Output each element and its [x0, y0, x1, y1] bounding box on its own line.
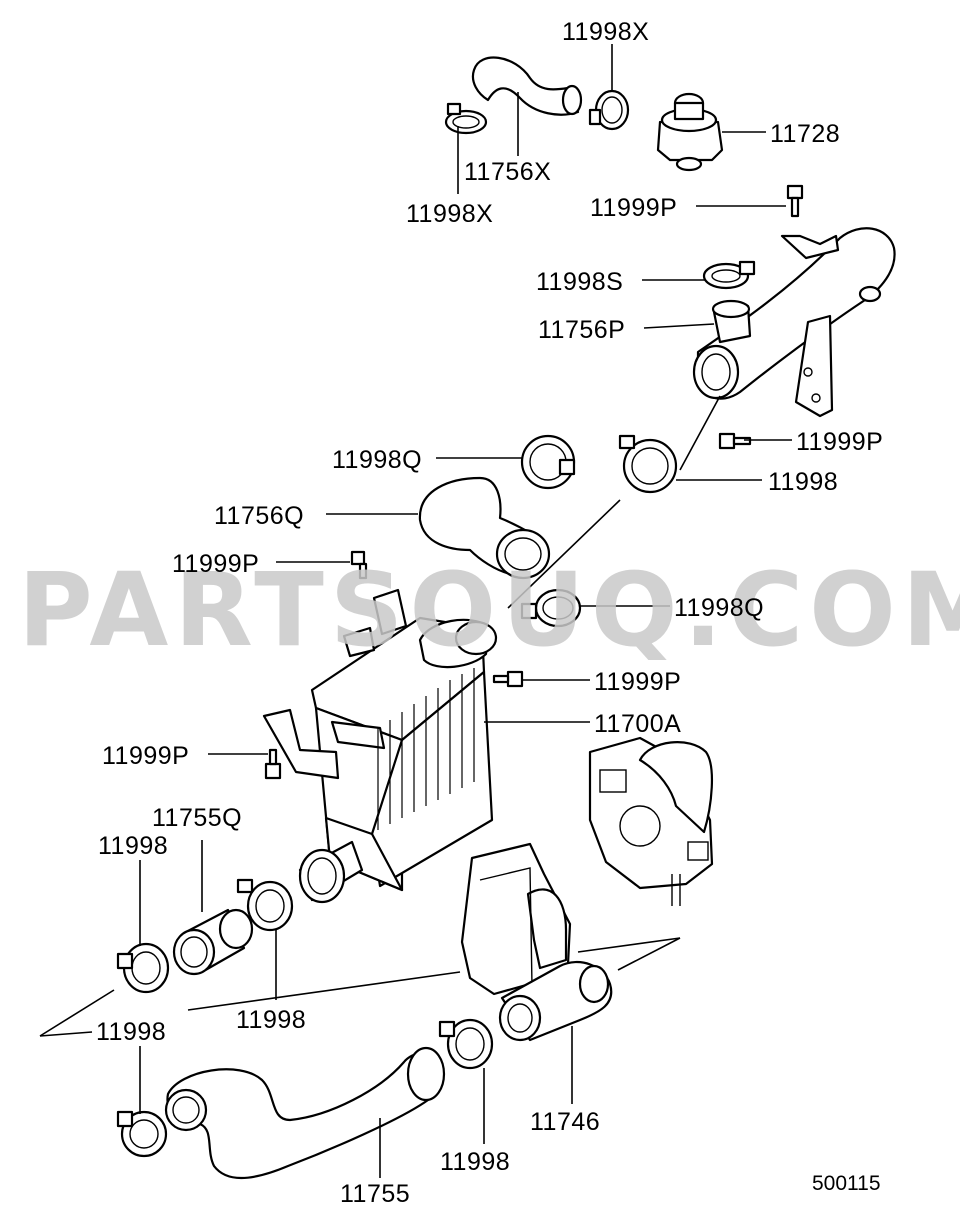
label-11746: 11746 — [530, 1108, 600, 1136]
intercooler-11700A[interactable] — [262, 588, 498, 904]
label-11728: 11728 — [770, 120, 840, 148]
throttle-body[interactable] — [588, 736, 714, 906]
clamp-11998-2[interactable] — [116, 942, 170, 994]
clamp-11998Q-1[interactable] — [520, 434, 576, 490]
label-11756X: 11756X — [464, 158, 551, 186]
label-11999P-5: 11999P — [102, 742, 189, 770]
label-11999P-2: 11999P — [796, 428, 883, 456]
label-11756Q: 11756Q — [214, 502, 304, 530]
clamp-11998-3[interactable] — [236, 878, 294, 932]
bolt-11999P-4[interactable] — [492, 670, 524, 688]
bolt-11999P-5[interactable] — [264, 748, 282, 780]
valve-11728[interactable] — [656, 92, 724, 172]
label-11998S: 11998S — [536, 268, 623, 296]
clamp-11998S[interactable] — [702, 260, 756, 290]
label-11998-1: 11998 — [768, 468, 838, 496]
elbow-11746[interactable] — [498, 961, 613, 1042]
label-11998X-left: 11998X — [406, 200, 493, 228]
bolt-11999P-2[interactable] — [718, 432, 752, 450]
clamp-11998-4[interactable] — [116, 1110, 168, 1158]
long-hose-11755[interactable] — [164, 1046, 446, 1180]
label-11756P: 11756P — [538, 316, 625, 344]
label-11998Q-2: 11998Q — [674, 594, 764, 622]
clamp-11998X-left[interactable] — [444, 102, 488, 135]
leader-lines — [39, 44, 792, 1178]
watermark: PARTSOUQ.COM — [18, 551, 960, 670]
elbow-hose-11756Q[interactable] — [418, 476, 551, 580]
clamp-11998Q-2[interactable] — [520, 588, 582, 628]
label-11998Q-1: 11998Q — [332, 446, 422, 474]
label-11755: 11755 — [340, 1180, 410, 1208]
label-11999P-3: 11999P — [172, 550, 259, 578]
label-11998-3: 11998 — [236, 1006, 306, 1034]
intercooler-fins — [377, 668, 475, 830]
short-hose-11755Q[interactable] — [172, 908, 254, 976]
part-labels: 11998X 11756X 11998X 11728 11999P 11998S… — [96, 18, 883, 1208]
label-11999P-4: 11999P — [594, 668, 681, 696]
clamp-11998X-top[interactable] — [588, 89, 630, 131]
bolt-11999P-1[interactable] — [786, 184, 804, 218]
hose-11756X[interactable] — [471, 56, 583, 116]
label-11998-5: 11998 — [440, 1148, 510, 1176]
pipe-11756P[interactable] — [692, 227, 896, 418]
label-11755Q: 11755Q — [152, 804, 242, 832]
figure-number: 500115 — [812, 1172, 881, 1195]
label-11998-2: 11998 — [98, 832, 168, 860]
label-11999P-1: 11999P — [590, 194, 677, 222]
intake-housing[interactable] — [460, 842, 572, 996]
label-11998X-top: 11998X — [562, 18, 649, 46]
label-11998-4: 11998 — [96, 1018, 166, 1046]
clamp-11998-5[interactable] — [438, 1018, 494, 1070]
clamp-11998-1[interactable] — [618, 434, 678, 494]
bolt-11999P-3[interactable] — [350, 550, 368, 580]
label-11700A: 11700A — [594, 710, 681, 738]
